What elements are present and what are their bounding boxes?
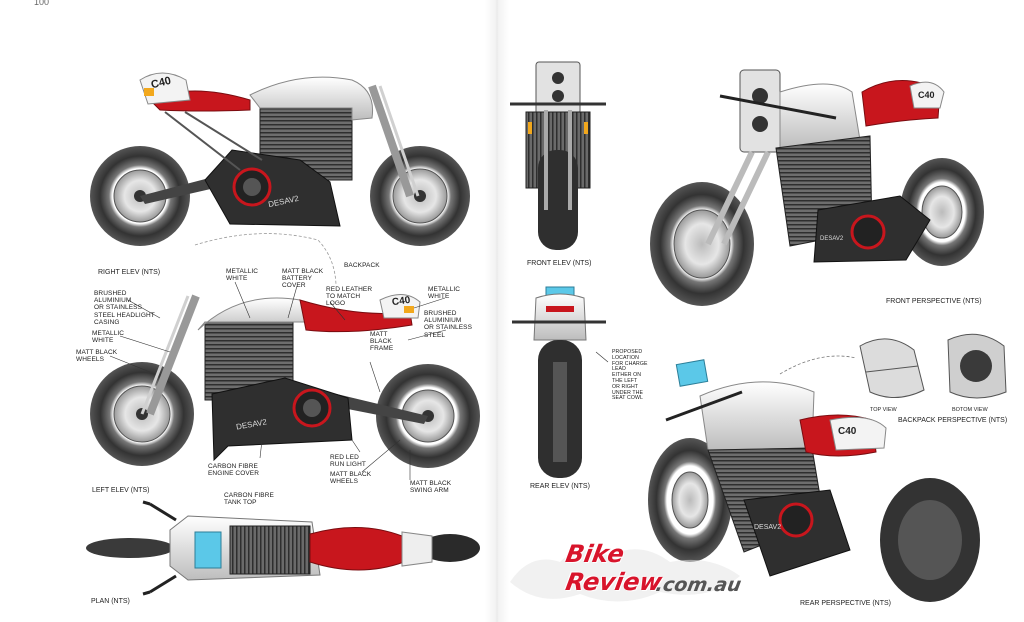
callout-red-led-run-light: RED LED RUN LIGHT — [330, 454, 366, 469]
callout-matt-black-wheels-left: MATT BLACK WHEELS — [76, 349, 118, 364]
right-elev-drawing — [90, 72, 470, 246]
callout-brushed-headlight: BRUSHED ALUMINIUM OR STAINLESS STEEL HEA… — [94, 290, 155, 326]
page-gutter — [485, 0, 509, 622]
callout-brushed-steel: BRUSHED ALUMINIUM OR STAINLESS STEEL — [424, 310, 473, 339]
view-label-rear-elev: REAR ELEV (NTS) — [530, 483, 590, 490]
brand-desav2-front-perspective: DESAV2 — [820, 236, 844, 242]
callout-metallic-white-top: METALLIC WHITE — [226, 268, 259, 283]
front-perspective-drawing — [650, 69, 984, 306]
callout-carbon-tank-top: CARBON FIBRE TANK TOP — [224, 492, 274, 507]
view-label-backpack-perspective: BACKPACK PERSPECTIVE (NTS) — [898, 417, 1008, 424]
brand-c40-front-perspective: C40 — [918, 90, 935, 100]
watermark-domain: .com.au — [654, 574, 743, 596]
plan-drawing — [86, 500, 480, 596]
view-label-plan: PLAN (NTS) — [91, 598, 130, 605]
front-elev-drawing — [510, 61, 606, 250]
callout-carbon-engine-cover: CARBON FIBRE ENGINE COVER — [208, 463, 260, 478]
view-label-top-view: TOP VIEW — [870, 407, 897, 413]
callout-metallic-white-left: METALLIC WHITE — [92, 330, 125, 345]
view-label-front-elev: FRONT ELEV (NTS) — [527, 260, 592, 267]
view-label-rear-perspective: REAR PERSPECTIVE (NTS) — [800, 600, 892, 607]
view-label-bottom-view: BOTOM VIEW — [952, 407, 988, 413]
watermark-bike: Bike — [563, 540, 627, 568]
brand-c40-rear-perspective: C40 — [838, 426, 857, 437]
callout-matt-black-swing-arm: MATT BLACK SWING ARM — [410, 480, 452, 495]
view-label-right-elev: RIGHT ELEV (NTS) — [98, 269, 161, 276]
callout-matt-black-battery: MATT BLACK BATTERY COVER — [282, 268, 324, 290]
callout-red-leather: RED LEATHER TO MATCH LOGO — [326, 286, 373, 308]
callout-matt-black-wheels-bottom: MATT BLACK WHEELS — [330, 471, 372, 486]
callout-metallic-white-right: METALLIC WHITE — [428, 286, 461, 301]
callout-charge-lead-location: PROPOSED LOCATION FOR CHARGE LEAD EITHER… — [612, 349, 648, 402]
rear-elev-drawing — [512, 286, 609, 478]
view-label-left-elev: LEFT ELEV (NTS) — [92, 487, 150, 494]
backpack-drawing — [779, 333, 1007, 399]
left-elev-drawing — [90, 233, 480, 480]
brand-desav2-rear-perspective: DESAV2 — [754, 524, 782, 531]
watermark-splash — [510, 549, 740, 602]
view-label-front-perspective: FRONT PERSPECTIVE (NTS) — [886, 298, 982, 305]
rear-perspective-drawing — [648, 359, 980, 602]
callout-matt-black-frame: MATT BLACK FRAME — [370, 331, 394, 353]
callout-backpack: BACKPACK — [344, 262, 380, 269]
page-number: 100 — [34, 0, 50, 7]
watermark-review: Review — [563, 568, 665, 596]
